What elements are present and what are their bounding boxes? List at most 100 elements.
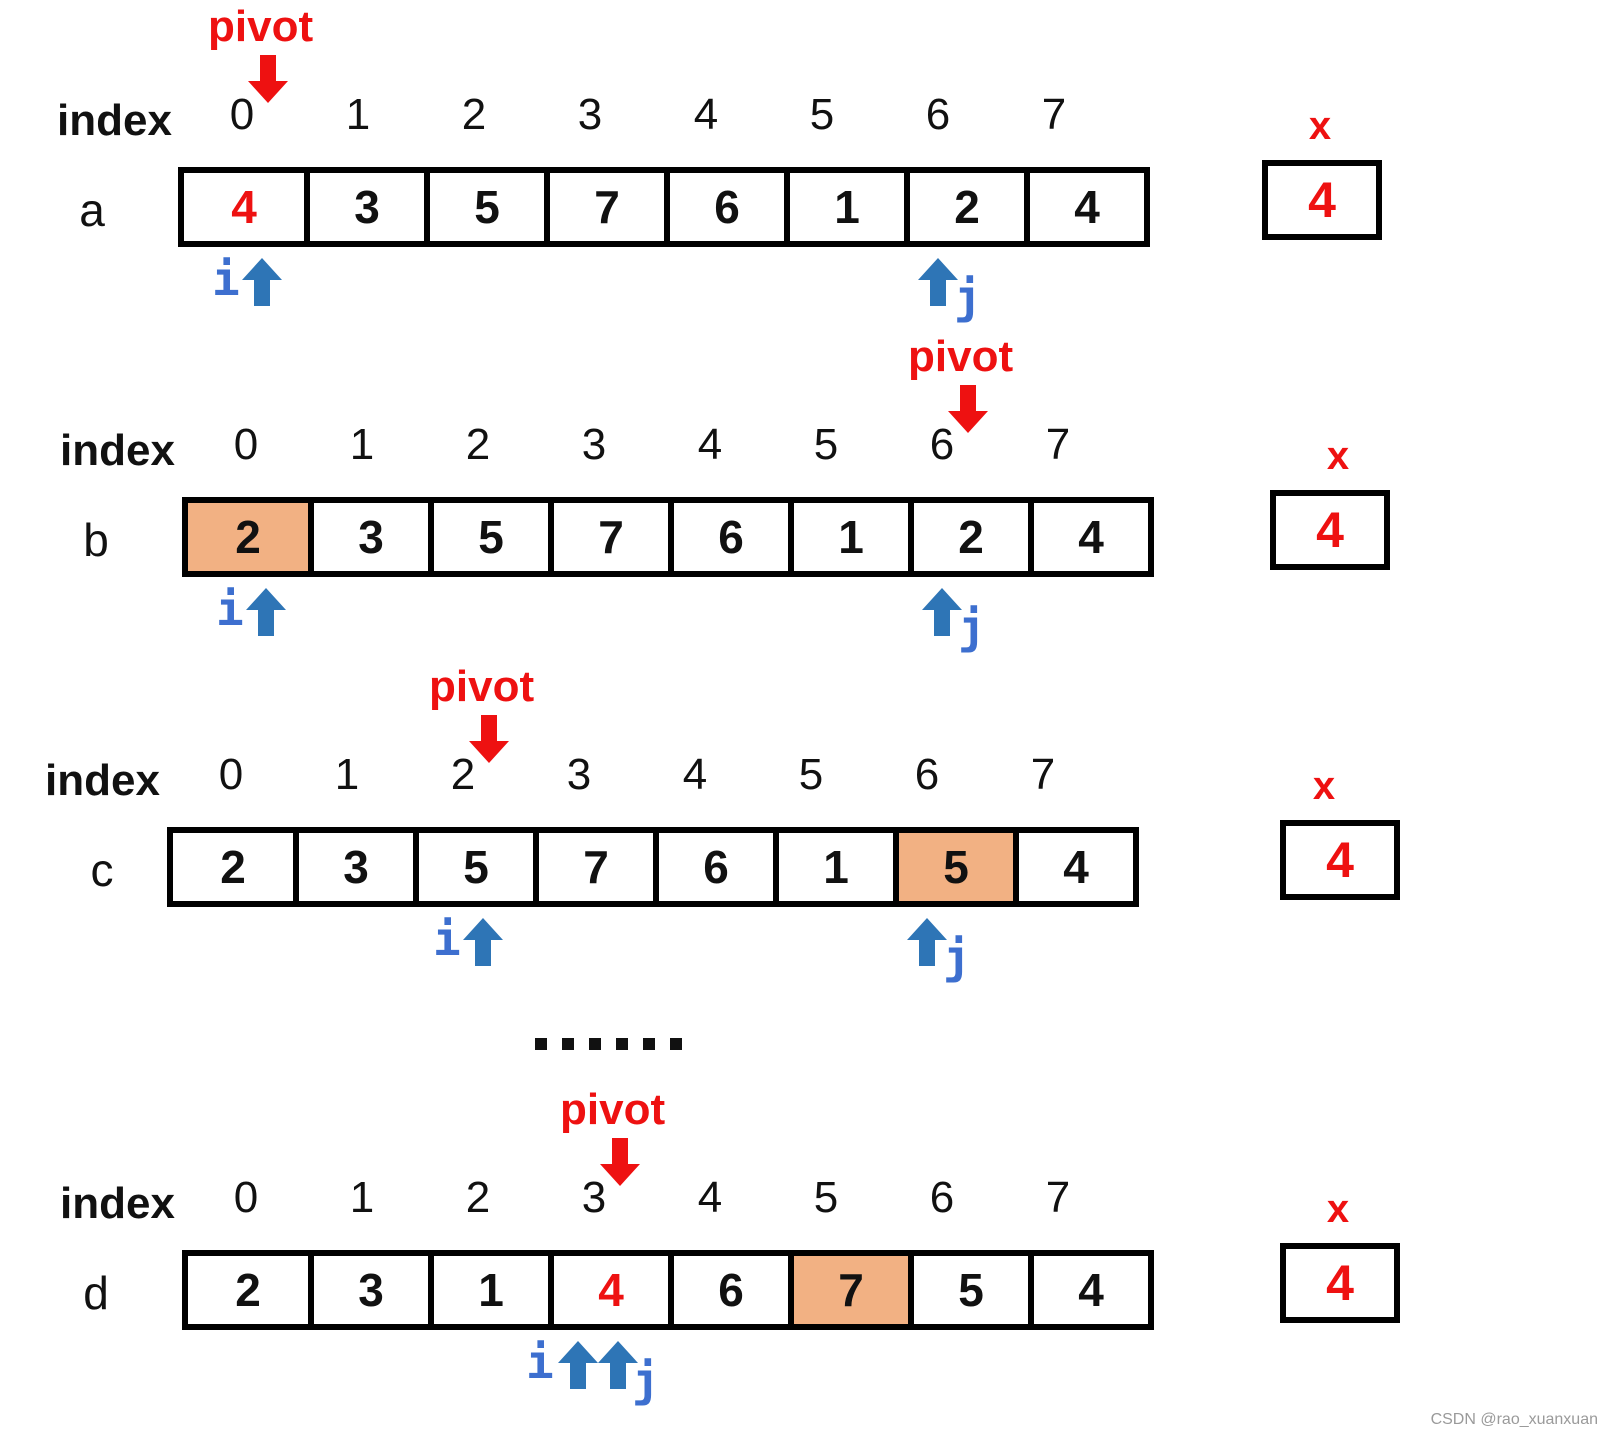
index-number: 4	[682, 750, 708, 799]
index-number: 2	[465, 1173, 491, 1222]
index-number: 2	[461, 90, 487, 139]
array-cell: 5	[413, 833, 533, 901]
index-number: 6	[925, 90, 951, 139]
array-cell: 7	[548, 503, 668, 571]
array-cell: 2	[904, 173, 1024, 241]
index-number: 7	[1041, 90, 1067, 139]
array-cell: 1	[784, 173, 904, 241]
index-number: 5	[809, 90, 835, 139]
j-pointer-label: j	[943, 930, 971, 984]
index-number: 0	[233, 1173, 259, 1222]
array-cell: 4	[1024, 173, 1144, 241]
array-cell: 3	[308, 1256, 428, 1324]
i-pointer-arrow-icon	[463, 918, 503, 966]
ellipsis-dot	[562, 1038, 574, 1050]
x-value-box: 4	[1280, 1243, 1400, 1323]
i-pointer-arrow-icon	[246, 588, 286, 636]
array-cell: 5	[428, 503, 548, 571]
index-number: 4	[697, 420, 723, 469]
array-cell: 1	[428, 1256, 548, 1324]
index-label: index	[57, 96, 172, 145]
ellipsis-dot	[643, 1038, 655, 1050]
j-pointer-arrow-icon	[907, 918, 947, 966]
j-pointer-label: j	[958, 600, 986, 654]
index-number: 3	[566, 750, 592, 799]
index-number: 3	[581, 1173, 607, 1222]
j-pointer-label: j	[954, 270, 982, 324]
ellipsis	[535, 1038, 682, 1050]
x-label: x	[1312, 764, 1336, 808]
index-number: 5	[798, 750, 824, 799]
x-label: x	[1326, 1187, 1350, 1231]
index-number: 5	[813, 420, 839, 469]
index-number: 7	[1030, 750, 1056, 799]
x-label: x	[1308, 104, 1332, 148]
array-cell: 3	[293, 833, 413, 901]
row-label: c	[90, 844, 114, 896]
ellipsis-dot	[535, 1038, 547, 1050]
pivot-label: pivot	[208, 2, 314, 51]
index-number: 7	[1045, 420, 1071, 469]
pivot-label: pivot	[560, 1085, 666, 1134]
ellipsis-dot	[670, 1038, 682, 1050]
index-number: 3	[581, 420, 607, 469]
x-value-box: 4	[1262, 160, 1382, 240]
ellipsis-dot	[589, 1038, 601, 1050]
array-cell: 3	[304, 173, 424, 241]
i-pointer-label: i	[433, 912, 461, 966]
index-label: index	[45, 756, 160, 805]
row-label: d	[83, 1267, 109, 1319]
index-number: 6	[914, 750, 940, 799]
array-cell: 5	[893, 833, 1013, 901]
index-number: 4	[697, 1173, 723, 1222]
x-label: x	[1326, 434, 1350, 478]
index-number: 2	[465, 420, 491, 469]
pivot-arrow-icon	[248, 55, 288, 103]
index-number: 0	[218, 750, 244, 799]
array-cell: 6	[653, 833, 773, 901]
index-number: 7	[1045, 1173, 1071, 1222]
index-number: 6	[929, 420, 955, 469]
j-pointer-arrow-icon	[598, 1341, 638, 1389]
array-cell: 3	[308, 503, 428, 571]
x-value-box: 4	[1280, 820, 1400, 900]
j-pointer-arrow-icon	[922, 588, 962, 636]
row-label: a	[79, 184, 105, 236]
array-cell: 5	[424, 173, 544, 241]
array-cell: 6	[664, 173, 784, 241]
x-value-box: 4	[1270, 490, 1390, 570]
index-label: index	[60, 426, 175, 475]
index-number: 1	[334, 750, 360, 799]
index-number: 0	[233, 420, 259, 469]
index-number: 4	[693, 90, 719, 139]
watermark: CSDN @rao_xuanxuan	[1430, 1411, 1598, 1428]
ellipsis-dot	[616, 1038, 628, 1050]
array-cell: 5	[908, 1256, 1028, 1324]
array-cell: 4	[1028, 503, 1148, 571]
i-pointer-arrow-icon	[242, 258, 282, 306]
array-cell: 4	[231, 181, 257, 233]
index-number: 0	[229, 90, 255, 139]
index-number: 6	[929, 1173, 955, 1222]
index-number: 3	[577, 90, 603, 139]
i-pointer-label: i	[216, 582, 244, 636]
array-cell: 4	[1013, 833, 1133, 901]
index-number: 5	[813, 1173, 839, 1222]
array-cell: 7	[544, 173, 664, 241]
i-pointer-label: i	[526, 1335, 554, 1389]
array-cell: 4	[1028, 1256, 1148, 1324]
index-number: 1	[349, 1173, 375, 1222]
index-label: index	[60, 1179, 175, 1228]
pivot-arrow-icon	[469, 715, 509, 763]
i-pointer-arrow-icon	[558, 1341, 598, 1389]
array-cell: 2	[908, 503, 1028, 571]
array-cell: 2	[188, 503, 308, 571]
array-cell: 1	[773, 833, 893, 901]
